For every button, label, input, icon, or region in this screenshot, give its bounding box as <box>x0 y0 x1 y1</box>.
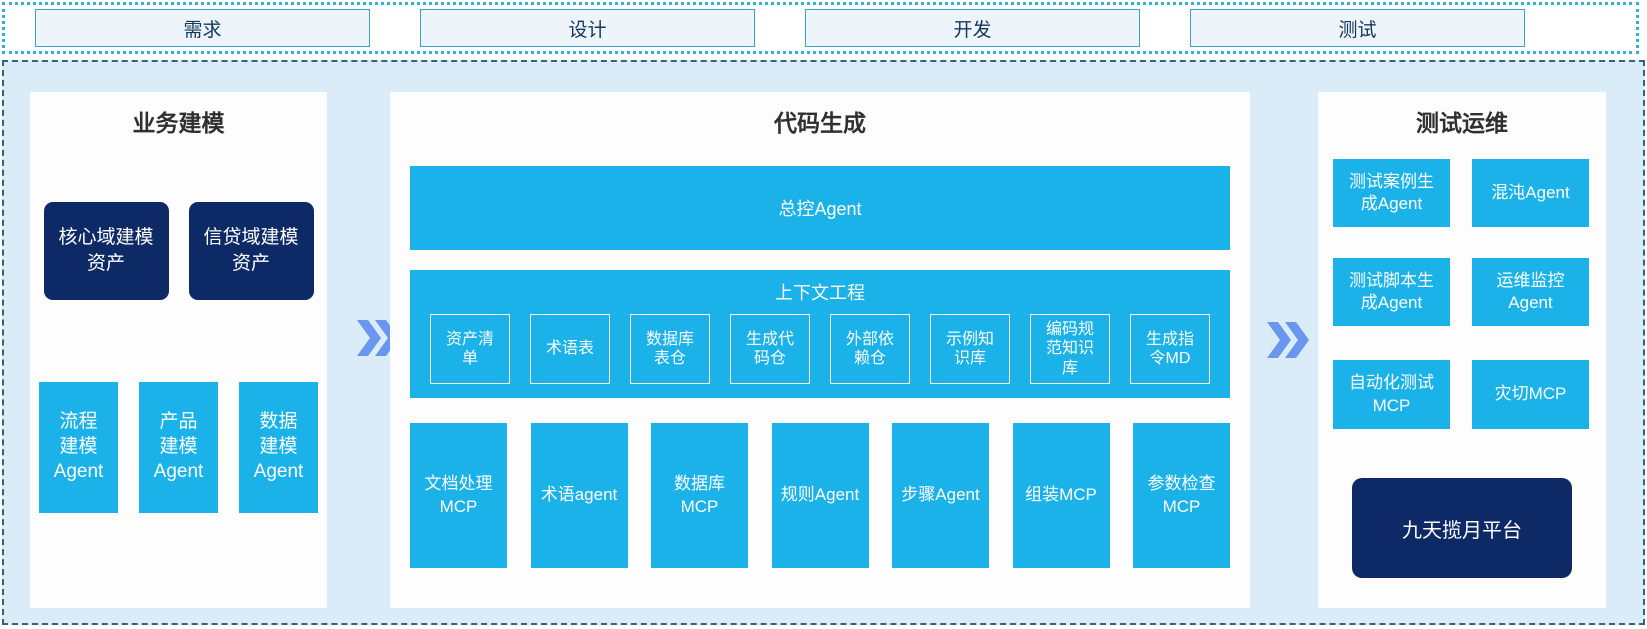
section-business-modeling: 业务建模 核心域建模 资产 信贷域建模 资产 流程 建模 Agent 产品 建模… <box>30 92 327 608</box>
modeling-agent-row: 流程 建模 Agent 产品 建模 Agent 数据 建模 Agent <box>30 382 327 513</box>
main-panel: 业务建模 核心域建模 资产 信贷域建模 资产 流程 建模 Agent 产品 建模… <box>2 60 1645 625</box>
context-item-generation-instruction-md: 生成指 令MD <box>1130 314 1210 384</box>
box-ops-monitoring-agent: 运维监控 Agent <box>1472 258 1589 326</box>
context-item-asset-list: 资产清 单 <box>430 314 510 384</box>
agent-box-process-modeling: 流程 建模 Agent <box>39 382 118 513</box>
context-item-glossary: 术语表 <box>530 314 610 384</box>
tool-box-database-mcp: 数据库 MCP <box>651 423 748 568</box>
section-test-ops: 测试运维 测试案例生 成Agent 混沌Agent 测试脚本生 成Agent 运… <box>1318 92 1606 608</box>
phase-box-testing: 测试 <box>1190 9 1525 47</box>
box-test-case-generation-agent: 测试案例生 成Agent <box>1333 159 1450 227</box>
box-automated-test-mcp: 自动化测试 MCP <box>1333 360 1450 429</box>
section-title-business-modeling: 业务建模 <box>132 110 225 136</box>
master-control-agent-bar: 总控Agent <box>410 166 1230 250</box>
section-title-code-generation: 代码生成 <box>774 110 866 136</box>
box-disaster-switch-mcp: 灾切MCP <box>1472 360 1589 429</box>
tool-box-step-agent: 步骤Agent <box>892 423 989 568</box>
tool-box-assembly-mcp: 组装MCP <box>1012 423 1110 568</box>
section-code-generation: 代码生成 总控Agent 上下文工程 资产清 单 术语表 数据库 表仓 生成代 … <box>390 92 1250 608</box>
tool-box-param-check-mcp: 参数检查 MCP <box>1133 423 1230 568</box>
context-item-db-table-repo: 数据库 表仓 <box>630 314 710 384</box>
context-item-row: 资产清 单 术语表 数据库 表仓 生成代 码仓 外部依 赖仓 示例知 识库 编码… <box>410 314 1230 384</box>
tool-box-row: 文档处理 MCP 术语agent 数据库 MCP 规则Agent 步骤Agent… <box>410 423 1230 568</box>
context-item-generated-code-repo: 生成代 码仓 <box>730 314 810 384</box>
asset-box-credit-domain: 信贷域建模 资产 <box>188 202 314 300</box>
tool-box-rule-agent: 规则Agent <box>771 423 869 568</box>
context-item-external-deps-repo: 外部依 赖仓 <box>830 314 910 384</box>
phase-box-development: 开发 <box>805 9 1140 47</box>
context-engineering-box: 上下文工程 资产清 单 术语表 数据库 表仓 生成代 码仓 外部依 赖仓 示例知… <box>410 270 1230 398</box>
section-title-test-ops: 测试运维 <box>1416 110 1508 136</box>
agent-box-data-modeling: 数据 建模 Agent <box>239 382 318 513</box>
context-item-example-knowledge-base: 示例知 识库 <box>930 314 1010 384</box>
box-test-script-generation-agent: 测试脚本生 成Agent <box>1333 258 1450 326</box>
flow-arrow-icon <box>1266 320 1310 365</box>
box-jiutian-lanyue-platform: 九天揽月平台 <box>1352 478 1572 578</box>
tool-box-terminology-agent: 术语agent <box>530 423 628 568</box>
phase-strip: 需求 设计 开发 测试 <box>2 2 1639 54</box>
phase-box-design: 设计 <box>420 9 755 47</box>
asset-box-row: 核心域建模 资产 信贷域建模 资产 <box>30 202 327 300</box>
box-chaos-agent: 混沌Agent <box>1472 159 1589 227</box>
context-item-coding-standards-kb: 编码规 范知识 库 <box>1030 314 1110 384</box>
asset-box-core-domain: 核心域建模 资产 <box>43 202 169 300</box>
phase-box-requirements: 需求 <box>35 9 370 47</box>
context-engineering-title: 上下文工程 <box>775 283 865 303</box>
agent-box-product-modeling: 产品 建模 Agent <box>139 382 218 513</box>
tool-box-doc-processing-mcp: 文档处理 MCP <box>410 423 507 568</box>
